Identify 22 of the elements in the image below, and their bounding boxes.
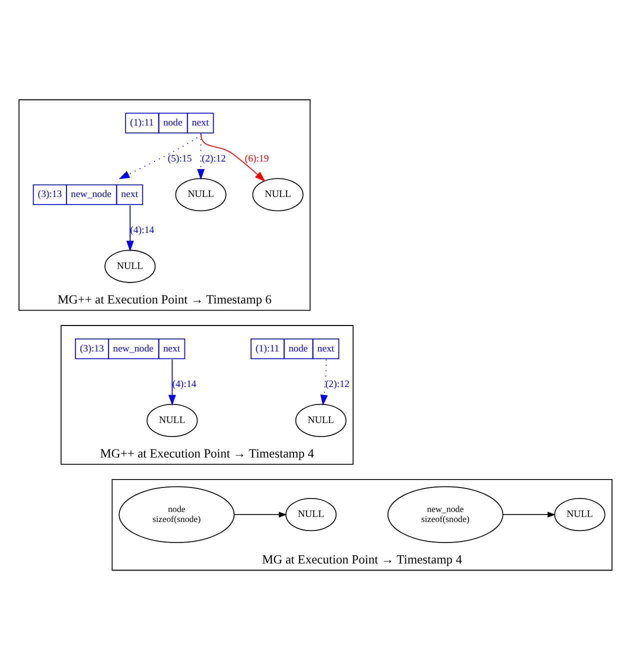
edge-label: (2):12 (325, 378, 350, 390)
node-ellipse: new_node sizeof(snode) (387, 486, 504, 543)
arrow (320, 358, 328, 406)
node-ellipse: NULL (295, 403, 346, 437)
node-ellipse: NULL (175, 178, 226, 211)
node-ellipse: NULL (252, 178, 304, 211)
edge-label: (4):14 (130, 224, 154, 236)
node-ellipse: NULL (554, 498, 606, 531)
node-ellipse: NULL (104, 249, 156, 282)
arrow (126, 204, 134, 252)
arrow (502, 511, 556, 517)
node-ellipse: NULL (285, 498, 337, 531)
edge-label: (4):14 (172, 378, 196, 390)
arrow (118, 132, 202, 179)
arrow (200, 132, 266, 182)
arrow (234, 511, 287, 517)
edge-label: (6):19 (244, 152, 269, 164)
node-ellipse: node sizeof(snode) (118, 486, 235, 543)
node-ellipse: NULL (146, 403, 198, 437)
edge-label: (2):12 (202, 152, 226, 164)
arrow (168, 358, 176, 406)
edge-label: (5):15 (168, 152, 192, 164)
